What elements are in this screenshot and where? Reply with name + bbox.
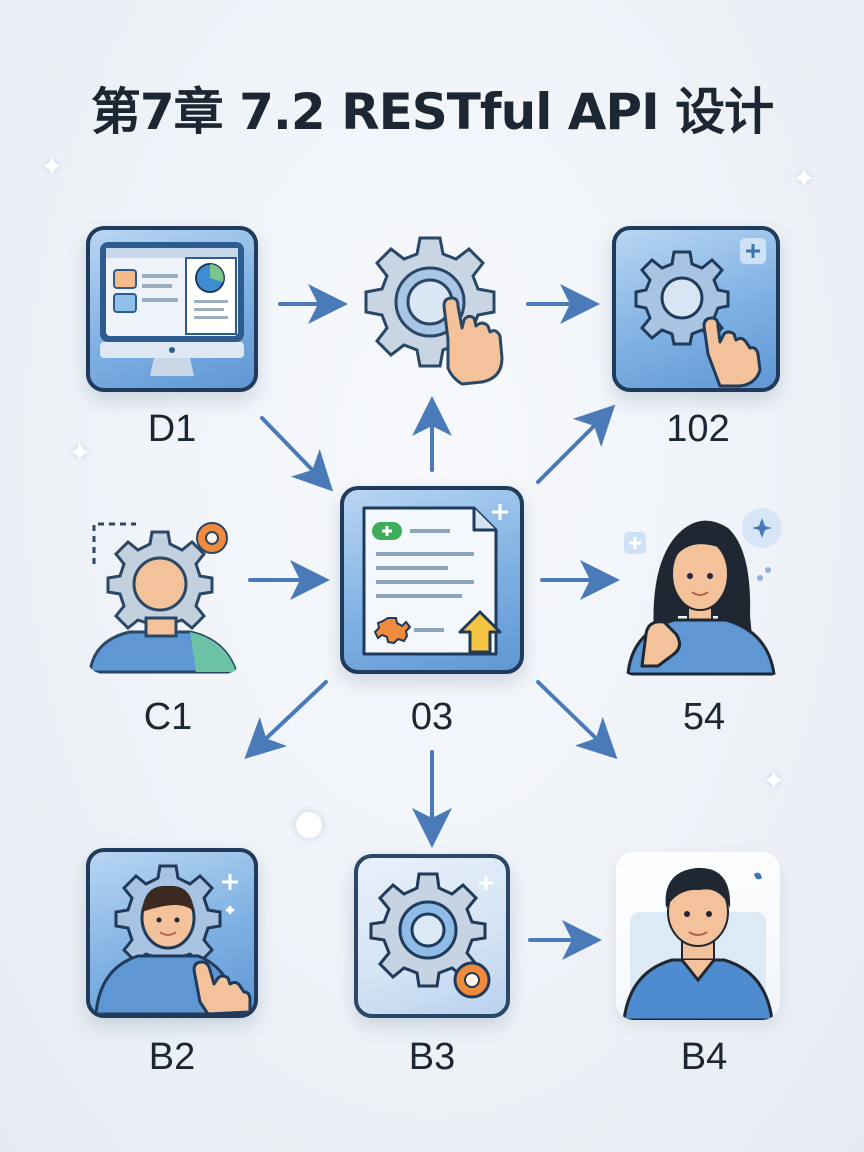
node-label: 54: [682, 696, 726, 738]
person-with-gear-icon: [86, 514, 242, 674]
page-title: 第7章 7.2 RESTful API 设计: [90, 83, 774, 141]
man-avatar-icon: [616, 852, 780, 1020]
computer-monitor-icon: [86, 226, 258, 392]
node-label: B3: [408, 1036, 456, 1078]
glow-dot: [296, 812, 322, 838]
node-label: 03: [410, 696, 454, 738]
node-label: D1: [147, 408, 197, 450]
edge-03-to-b2: [244, 680, 328, 759]
node-label: B2: [148, 1036, 196, 1078]
sparkle-icon: ✦: [792, 162, 816, 195]
edge-03-to-102: [536, 404, 616, 484]
gear-with-hand-tile-icon: [612, 226, 780, 392]
node-label: B4: [680, 1036, 728, 1078]
gear-with-pointing-hand-icon: [352, 228, 520, 396]
woman-avatar-icon: [618, 506, 786, 676]
document-with-upload-icon: [340, 486, 524, 674]
node-label: C1: [143, 696, 193, 738]
sparkle-icon: ✦: [68, 436, 92, 469]
edge-d1-to-03: [260, 416, 334, 492]
node-label: 102: [666, 408, 730, 450]
gear-settings-icon: [354, 854, 510, 1018]
person-pointing-icon: [86, 848, 258, 1018]
sparkle-icon: ✦: [762, 764, 786, 797]
sparkle-icon: ✦: [40, 150, 64, 183]
edge-03-to-b4: [536, 680, 618, 760]
